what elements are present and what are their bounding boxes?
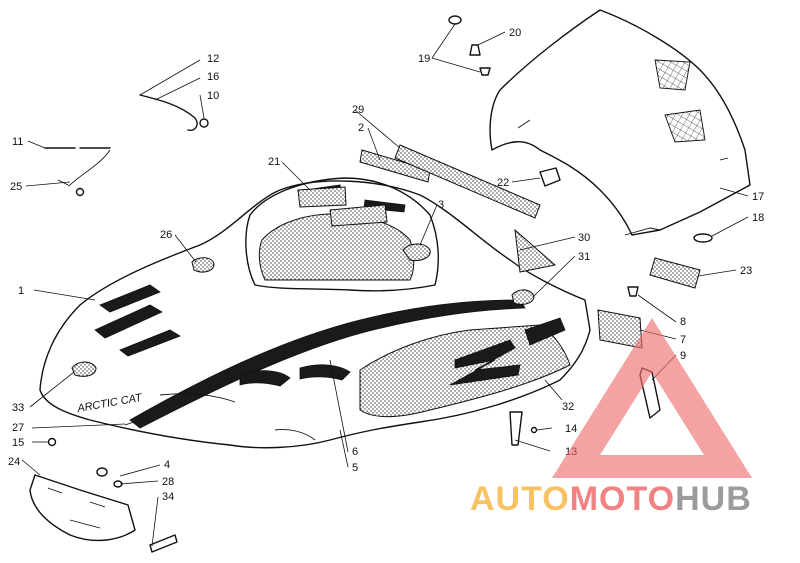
callout-15: 15 — [12, 437, 24, 449]
callout-28: 28 — [162, 476, 174, 488]
callout-16: 16 — [207, 71, 219, 83]
callout-12: 12 — [207, 53, 219, 65]
watermark-hub: HUB — [675, 480, 752, 518]
callout-3: 3 — [438, 199, 444, 211]
callout-31: 31 — [578, 251, 590, 263]
callout-24: 24 — [8, 456, 20, 468]
watermark-moto: MOTO — [570, 480, 675, 518]
callout-1: 1 — [18, 285, 24, 297]
callout-17: 17 — [752, 191, 764, 203]
decal-7 — [597, 309, 643, 349]
callout-18: 18 — [752, 212, 764, 224]
decal-26 — [191, 257, 215, 273]
callout-26: 26 — [160, 229, 172, 241]
leader-lines — [21, 23, 749, 547]
callout-7: 7 — [680, 334, 686, 346]
decal-30 — [514, 228, 557, 273]
callout-6: 6 — [352, 446, 358, 458]
callout-8: 8 — [680, 316, 686, 328]
callout-33: 33 — [12, 402, 24, 414]
callout-29: 29 — [352, 104, 364, 116]
callout-9: 9 — [680, 350, 686, 362]
callout-25: 25 — [10, 181, 22, 193]
decal-33 — [71, 361, 97, 377]
decal-21b — [329, 204, 388, 227]
decals — [71, 144, 701, 377]
callout-10: 10 — [207, 90, 219, 102]
decal-3 — [402, 243, 431, 261]
windshield — [489, 9, 751, 236]
callout-23: 23 — [740, 265, 752, 277]
callout-11: 11 — [12, 136, 23, 148]
callout-2: 2 — [358, 122, 364, 134]
callout-5: 5 — [352, 462, 358, 474]
svg-text:AUTOMOTOHUB: AUTOMOTOHUB — [470, 480, 752, 518]
callout-4: 4 — [164, 459, 170, 471]
callout-30: 30 — [578, 232, 590, 244]
decal-29 — [394, 144, 541, 219]
callout-27: 27 — [12, 422, 24, 434]
decal-21 — [297, 186, 347, 208]
watermark-logo: AUTOMOTOHUB — [470, 318, 752, 518]
watermark-triangle — [552, 318, 752, 478]
decal-31 — [511, 289, 535, 305]
callout-19: 19 — [418, 53, 430, 65]
callout-34: 34 — [162, 491, 174, 503]
callout-22: 22 — [497, 177, 509, 189]
hood — [39, 177, 591, 449]
small-parts — [29, 15, 713, 553]
callout-20: 20 — [509, 27, 521, 39]
decal-23 — [649, 257, 701, 289]
callout-14: 14 — [565, 423, 577, 435]
callout-21: 21 — [268, 156, 280, 168]
callout-32: 32 — [562, 401, 574, 413]
callout-labels: 1 2 3 4 5 6 7 8 9 10 11 12 13 14 15 16 1… — [8, 27, 764, 503]
watermark-auto: AUTO — [470, 480, 570, 518]
hood-brand-decal: ARCTIC CAT — [75, 392, 144, 416]
